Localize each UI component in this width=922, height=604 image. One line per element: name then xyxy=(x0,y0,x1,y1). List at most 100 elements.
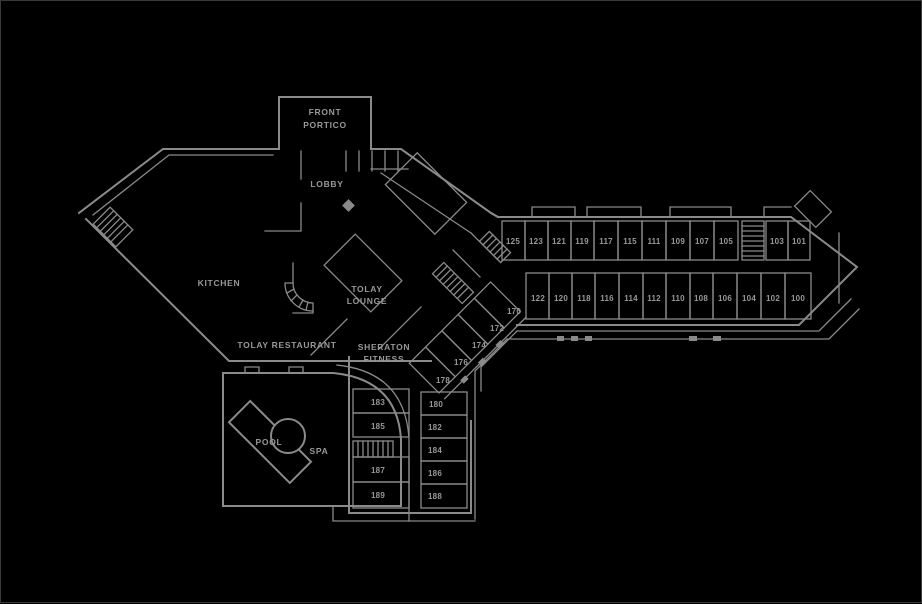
balcony-tick xyxy=(585,336,592,341)
corridor-to-wing-walls xyxy=(452,232,499,278)
south-wing-outline xyxy=(348,356,472,514)
room-105-walls xyxy=(713,220,739,261)
room-label-120: 120 xyxy=(554,294,568,303)
balcony-tick xyxy=(557,336,564,341)
room-label-104: 104 xyxy=(742,294,756,303)
room-label-109: 109 xyxy=(671,237,685,246)
room-label-115: 115 xyxy=(623,237,637,246)
main-building-walls xyxy=(77,96,500,362)
front-portico-label-line1: FRONT xyxy=(309,107,342,117)
guest-wing-ne-protrusion xyxy=(793,189,833,229)
room-label-172: 172 xyxy=(490,324,504,333)
spa-circle xyxy=(270,418,306,454)
room-label-123: 123 xyxy=(529,237,543,246)
corridor-diagonal-wall xyxy=(380,172,472,234)
tolay-lounge-label-line1: TOLAY xyxy=(351,284,382,294)
room-label-100: 100 xyxy=(791,294,805,303)
room-label-105: 105 xyxy=(719,237,733,246)
room-label-180: 180 xyxy=(429,400,443,409)
room-label-183: 183 xyxy=(371,398,385,407)
guest-wing-outline xyxy=(489,211,859,326)
balcony-tick xyxy=(689,336,697,341)
room-185-walls xyxy=(352,412,410,438)
lobby-walls xyxy=(264,150,302,232)
room-label-101: 101 xyxy=(792,237,806,246)
room-label-107: 107 xyxy=(695,237,709,246)
guest-rooms-bottom-row xyxy=(525,272,812,320)
pool-yard-outer-line xyxy=(336,364,410,522)
room-label-102: 102 xyxy=(766,294,780,303)
corridor-tick xyxy=(477,357,487,367)
pool-yard-notches xyxy=(244,366,304,374)
room-101-walls xyxy=(787,220,811,261)
room-label-174: 174 xyxy=(472,341,486,350)
room-label-187: 187 xyxy=(371,466,385,475)
room-label-176: 176 xyxy=(454,358,468,367)
front-portico-walls xyxy=(278,96,372,150)
room-label-112: 112 xyxy=(647,294,661,303)
south-west-wall xyxy=(84,217,432,362)
entrance-columns xyxy=(345,150,409,172)
room-label-108: 108 xyxy=(694,294,708,303)
tolay-lounge-walls xyxy=(323,233,403,313)
stairwell-near-125 xyxy=(478,230,512,264)
north-west-inner-wall xyxy=(92,154,274,216)
room-label-110: 110 xyxy=(671,294,685,303)
spa-label: SPA xyxy=(310,446,329,456)
stairwell-west-corner xyxy=(92,206,134,248)
room-100-walls xyxy=(784,272,812,320)
room-label-119: 119 xyxy=(575,237,589,246)
room-label-125: 125 xyxy=(506,237,520,246)
balcony-tick xyxy=(571,336,578,341)
tolay-restaurant-label: TOLAY RESTAURANT xyxy=(237,340,336,350)
sheraton-fitness-label-line2: FITNESS xyxy=(364,354,405,364)
south-balcony-lines xyxy=(474,232,860,520)
fitness-walls xyxy=(310,306,422,356)
stairwell-south-wing xyxy=(352,440,394,458)
pool-label: POOL xyxy=(256,437,283,447)
room-188-walls xyxy=(420,483,468,509)
room-label-121: 121 xyxy=(552,237,566,246)
diagonal-rooms-walls xyxy=(408,281,527,400)
lobby-diamond-column xyxy=(342,199,355,212)
tolay-lounge-label-line2: LOUNGE xyxy=(347,296,388,306)
lobby-label: LOBBY xyxy=(310,179,343,189)
room-label-114: 114 xyxy=(624,294,638,303)
guest-rooms-top-row xyxy=(501,220,811,261)
room-label-178: 178 xyxy=(436,376,450,385)
sheraton-fitness-label-line1: SHERATON xyxy=(358,342,411,352)
corridor-tick xyxy=(495,339,505,349)
corridor-tick xyxy=(460,375,469,384)
room-170-walls xyxy=(473,281,522,329)
central-diagonal-room xyxy=(384,151,468,236)
diagonal-corridor-wall xyxy=(443,316,527,400)
south-wing-walls xyxy=(332,356,476,522)
stairwell-central xyxy=(431,261,475,305)
front-portico-label-line2: PORTICO xyxy=(303,120,347,130)
room-label-189: 189 xyxy=(371,491,385,500)
room-label-111: 111 xyxy=(647,237,660,246)
room-label-186: 186 xyxy=(428,469,442,478)
room-label-106: 106 xyxy=(718,294,732,303)
north-east-diagonal-wall xyxy=(370,148,500,219)
room-label-188: 188 xyxy=(428,492,442,501)
kitchen-label: KITCHEN xyxy=(198,278,241,288)
area-labels: FRONT PORTICO LOBBY KITCHEN TOLAY LOUNGE… xyxy=(198,107,411,456)
pool-yard-walls xyxy=(222,364,410,522)
stairwell-guest-wing xyxy=(741,220,765,261)
room-label-184: 184 xyxy=(428,446,442,455)
room-label-122: 122 xyxy=(531,294,545,303)
balcony-tick xyxy=(713,336,721,341)
room-label-118: 118 xyxy=(577,294,591,303)
restaurant-curved-bar xyxy=(284,262,314,314)
north-west-wall xyxy=(77,148,280,215)
room-number-labels: 125 123 121 119 117 115 111 109 107 105 … xyxy=(371,237,806,501)
south-wing-walkway xyxy=(332,505,476,522)
pool-yard-outline xyxy=(222,372,402,507)
north-balcony-lines xyxy=(531,206,792,218)
room-label-117: 117 xyxy=(599,237,613,246)
room-label-170: 170 xyxy=(507,307,521,316)
room-label-182: 182 xyxy=(428,423,442,432)
